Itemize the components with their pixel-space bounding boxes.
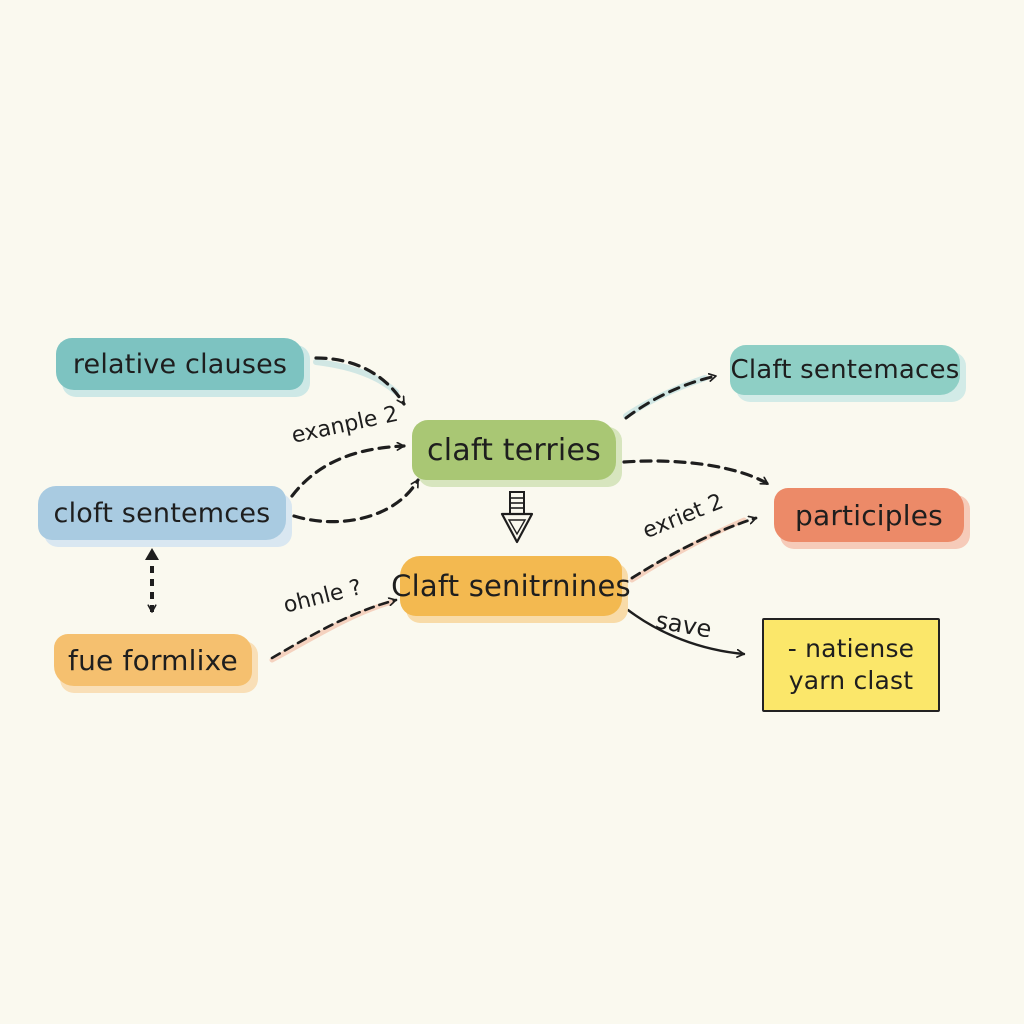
note-line-1: - natiense (787, 634, 915, 663)
node-claft-senitrnines: Claft senitrnines (391, 556, 631, 623)
node-fue-formlixe-label: fue formlixe (68, 643, 238, 677)
edge-senitrnines-to-note (626, 608, 746, 654)
node-cloft-sentemces-label: cloft sentemces (53, 497, 271, 529)
node-claft-senitrnines-label: Claft senitrnines (391, 569, 631, 603)
arrowhead-up-cloft (145, 548, 159, 560)
edge-cloft-to-terries-lower (292, 478, 420, 524)
edge-fue-to-senitrnines (270, 600, 398, 660)
edge-senitrnines-to-participles (630, 518, 758, 580)
note-box: - natiense yarn clast (762, 618, 940, 712)
edge-cloft-to-terries-upper (290, 446, 406, 498)
node-fue-formlixe: fue formlixe (54, 634, 258, 693)
node-cloft-sentemces: cloft sentemces (38, 486, 292, 547)
node-participles: participles (774, 488, 970, 549)
node-claft-sentemaces: Claft sentemaces (730, 345, 966, 402)
edge-terries-to-participles (622, 459, 770, 486)
node-participles-label: participles (795, 498, 943, 532)
node-relative-clauses-label: relative clauses (72, 348, 288, 380)
node-claft-terries-label: claft terries (427, 432, 601, 468)
node-relative-clauses: relative clauses (56, 338, 310, 397)
node-claft-sentemaces-label: Claft sentemaces (730, 355, 960, 385)
node-claft-terries: claft terries (412, 420, 622, 487)
edge-relative-to-terries (314, 356, 406, 406)
down-arrow-icon (500, 491, 534, 544)
edge-terries-to-claft-sent (624, 376, 718, 420)
note-line-2: yarn clast (788, 666, 914, 695)
